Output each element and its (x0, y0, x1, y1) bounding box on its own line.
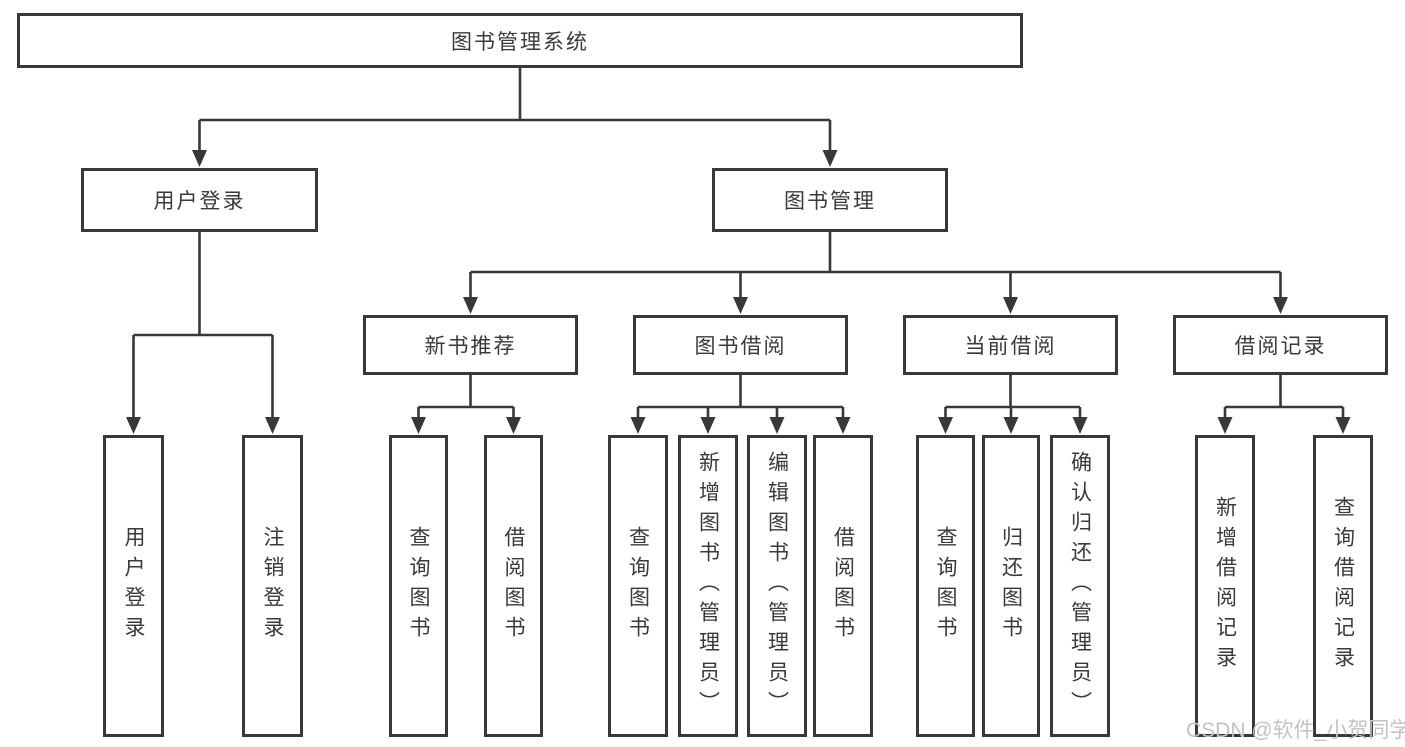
node-label: 查询图书 (626, 526, 650, 646)
node-label: 借阅记录 (1234, 335, 1327, 358)
node-logout: 注销登录 (242, 435, 303, 737)
node-label: 用户登录 (153, 190, 246, 213)
node-query-books-recommend: 查询图书 (389, 435, 448, 737)
node-label: 查询图书 (407, 526, 430, 646)
node-book-management-system: 图书管理系统 (17, 13, 1023, 68)
node-add-borrow-record: 新增借阅记录 (1195, 435, 1255, 737)
connector-lines (132, 68, 1345, 420)
node-current-borrowing: 当前借阅 (903, 315, 1118, 375)
node-user-login: 用户登录 (103, 435, 164, 737)
node-label: 新增图书（管理员） (696, 451, 720, 721)
node-borrowing-records: 借阅记录 (1173, 315, 1388, 375)
node-label: 图书管理 (784, 190, 876, 213)
node-label: 用户登录 (122, 526, 145, 646)
node-label: 编辑图书（管理员） (765, 451, 789, 721)
node-label: 借阅图书 (502, 526, 525, 646)
node-query-borrow-record: 查询借阅记录 (1313, 435, 1373, 737)
node-label: 确认归还（管理员） (1068, 451, 1092, 721)
node-borrow-books-recommend: 借阅图书 (484, 435, 543, 737)
node-label: 查询图书 (934, 526, 957, 646)
node-label: 注销登录 (261, 526, 284, 646)
node-book-borrowing: 图书借阅 (633, 315, 848, 375)
node-label: 图书管理系统 (451, 30, 589, 54)
node-label: 新书推荐 (424, 335, 517, 358)
node-user-login-group: 用户登录 (81, 168, 318, 232)
node-label: 新增借阅记录 (1213, 496, 1237, 676)
node-add-book-admin: 新增图书（管理员） (678, 435, 738, 737)
node-label: 查询借阅记录 (1331, 496, 1355, 676)
node-book-management: 图书管理 (712, 168, 948, 232)
node-label: 借阅图书 (831, 526, 855, 646)
node-new-book-recommend: 新书推荐 (363, 315, 578, 375)
node-query-books-borrowing: 查询图书 (608, 435, 668, 737)
node-label: 归还图书 (999, 526, 1023, 646)
node-return-books: 归还图书 (982, 435, 1040, 737)
csdn-watermark: CSDN @软件_小贺同学 (1186, 719, 1405, 742)
node-query-books-current: 查询图书 (916, 435, 975, 737)
node-edit-book-admin: 编辑图书（管理员） (747, 435, 807, 737)
node-borrow-books: 借阅图书 (813, 435, 873, 737)
node-label: 当前借阅 (964, 335, 1057, 358)
node-label: 图书借阅 (694, 335, 787, 358)
node-confirm-return-admin: 确认归还（管理员） (1050, 435, 1110, 737)
